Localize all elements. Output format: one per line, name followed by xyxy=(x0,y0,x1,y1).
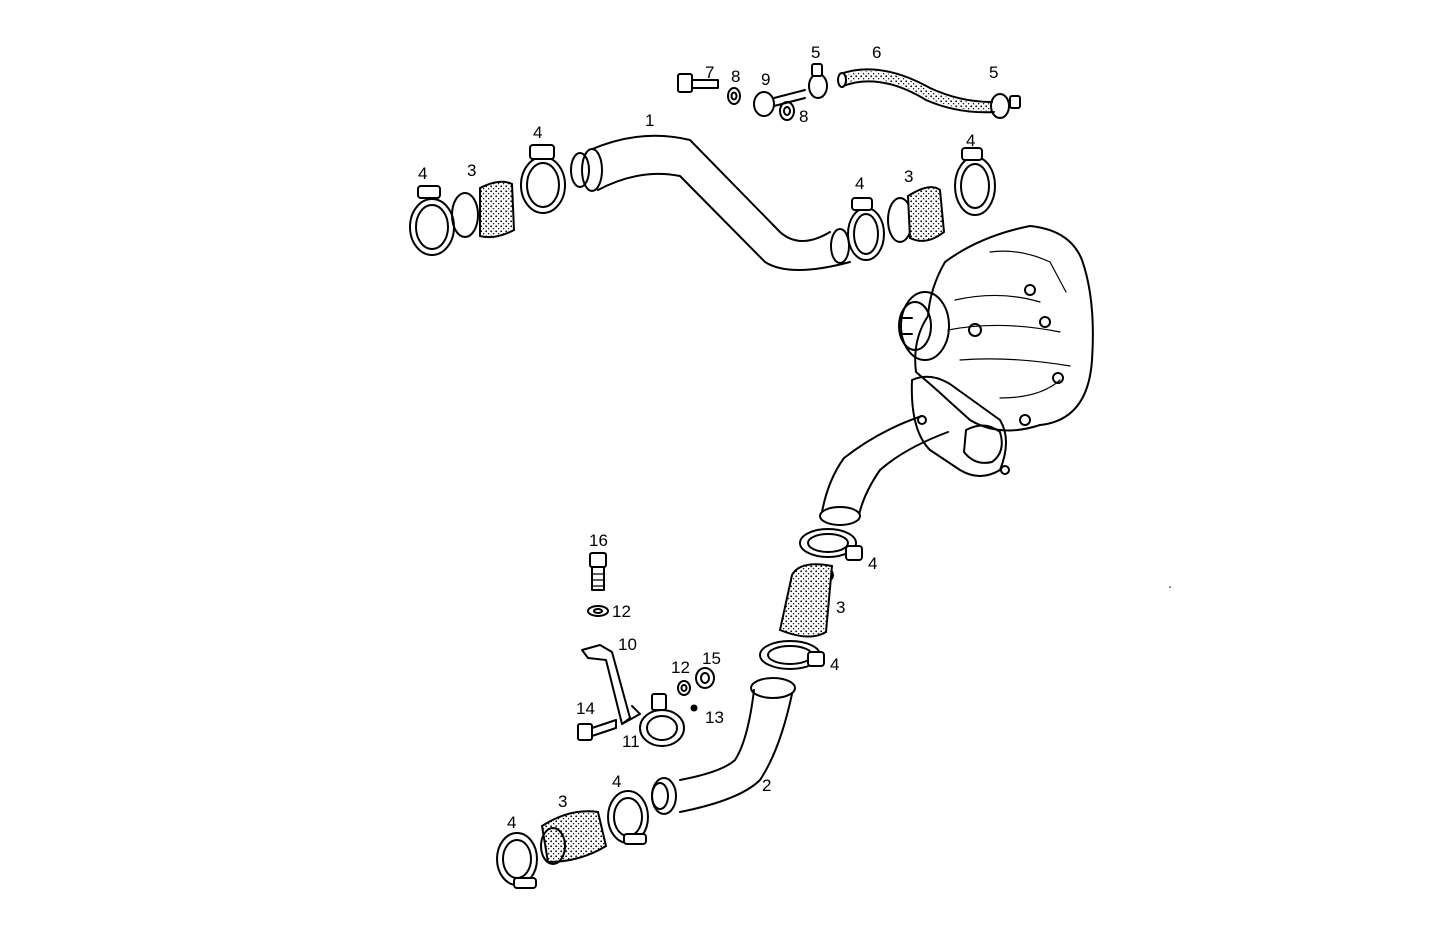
lower-right-sleeve-3 xyxy=(778,563,834,638)
upper-pipe-part-1 xyxy=(570,134,851,271)
callout-3d: 3 xyxy=(558,792,567,811)
callout-4a: 4 xyxy=(418,164,427,183)
callout-10: 10 xyxy=(618,635,637,654)
upper-right-clamp-4a xyxy=(847,197,885,261)
bolt-part-7 xyxy=(677,73,719,93)
callout-4f: 4 xyxy=(830,655,839,674)
lower-left-clamp-4a xyxy=(607,790,649,845)
callout-1: 1 xyxy=(645,111,654,130)
callout-6: 6 xyxy=(872,43,881,62)
callout-11: 11 xyxy=(622,732,640,751)
washer-part-12-upper xyxy=(587,605,609,617)
small-hose-part-6 xyxy=(837,68,995,114)
nut-part-13 xyxy=(690,704,698,712)
nut-part-15 xyxy=(695,667,715,689)
pipe-clamp-part-11 xyxy=(639,693,685,747)
callout-16: 16 xyxy=(589,531,608,550)
callout-4b: 4 xyxy=(533,123,542,142)
callout-5a: 5 xyxy=(811,43,820,62)
upper-mid-clamp-4 xyxy=(520,144,566,214)
upper-right-clamp-4b xyxy=(954,147,996,216)
washer-part-8-lower xyxy=(779,101,795,121)
lower-pipe-part-2 xyxy=(651,677,796,815)
stray-dot xyxy=(1169,586,1171,588)
engine-housing xyxy=(819,225,1094,526)
washer-part-12-lower xyxy=(677,680,691,696)
callout-15: 15 xyxy=(702,649,721,668)
callout-4c: 4 xyxy=(855,174,864,193)
callout-14: 14 xyxy=(576,699,595,718)
upper-left-sleeve-3 xyxy=(451,180,516,239)
callout-8b: 8 xyxy=(799,107,808,126)
callout-2: 2 xyxy=(762,776,771,795)
callout-4d: 4 xyxy=(966,131,975,150)
callout-9: 9 xyxy=(761,70,770,89)
callout-4g: 4 xyxy=(612,772,621,791)
callout-12a: 12 xyxy=(612,602,631,621)
callout-13: 13 xyxy=(705,708,724,727)
callout-4h: 4 xyxy=(507,813,516,832)
upper-left-clamp-4 xyxy=(409,185,455,256)
upper-right-sleeve-3 xyxy=(887,186,946,243)
callout-5b: 5 xyxy=(989,63,998,82)
callout-12b: 12 xyxy=(671,658,690,677)
hose-clip-5-right xyxy=(990,93,1021,119)
lower-right-clamp-4-upper xyxy=(799,528,863,561)
bolt-part-16 xyxy=(589,552,607,591)
washer-part-8-upper xyxy=(727,87,741,105)
lower-right-clamp-4-lower xyxy=(759,640,825,670)
callout-3b: 3 xyxy=(904,167,913,186)
callout-3c: 3 xyxy=(836,598,845,617)
lower-left-sleeve-3 xyxy=(540,810,608,865)
callout-3a: 3 xyxy=(467,161,476,180)
callout-8a: 8 xyxy=(731,67,740,86)
bracket-part-10 xyxy=(581,644,641,725)
callout-4e: 4 xyxy=(868,554,877,573)
callout-7: 7 xyxy=(705,63,714,82)
hose-clip-5-left xyxy=(808,63,828,99)
bolt-part-14 xyxy=(577,719,617,741)
lower-left-clamp-4b xyxy=(496,832,538,889)
